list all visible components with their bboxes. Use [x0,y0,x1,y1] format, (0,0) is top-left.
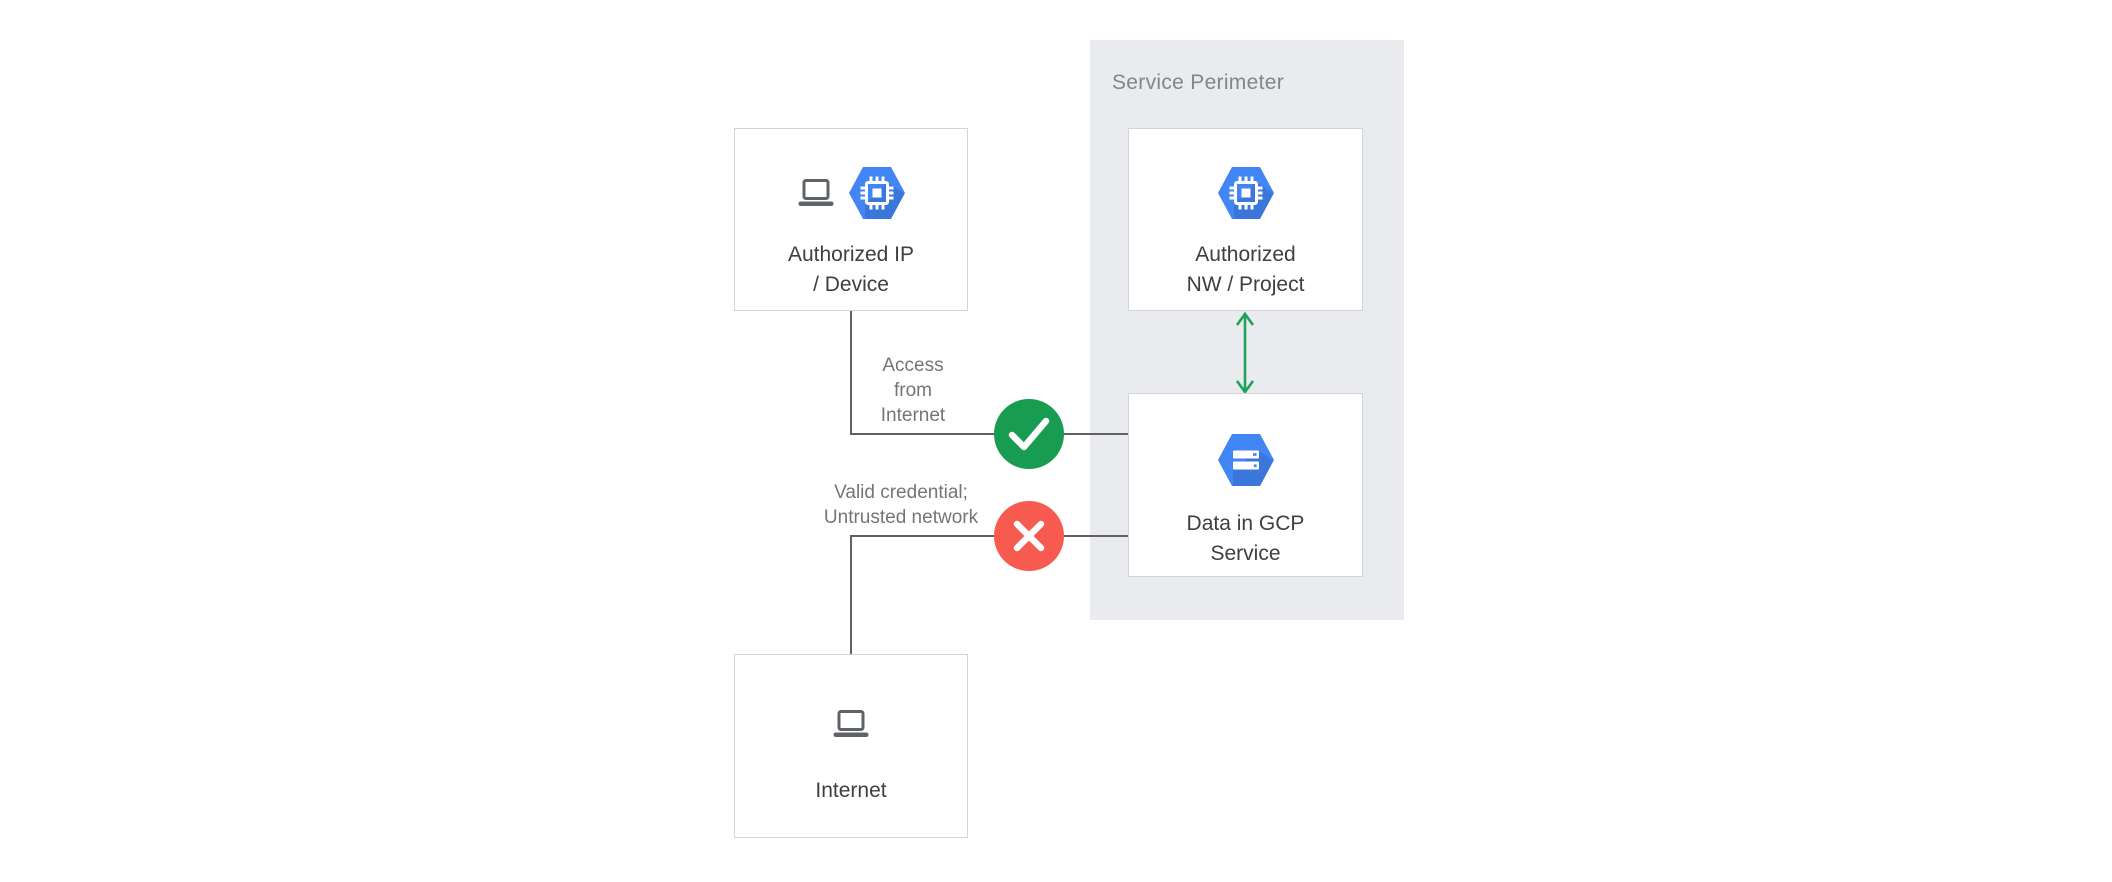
laptop-icon [833,710,869,737]
internet-label: Internet [815,779,887,802]
authorized-ip-device-icons [797,167,905,219]
gcp-storage-hexagon-icon [1217,434,1274,486]
internet-icons [832,709,870,739]
authorized-ip-device-label: Authorized IP / Device [787,243,915,296]
node-authorized-nw-project: Authorized NW / Project [1128,128,1363,311]
gcp-compute-hexagon-icon [1217,167,1274,219]
data-in-gcp-service-label: Data in GCP Service [1186,512,1305,565]
service-perimeter-label: Service Perimeter [1112,71,1284,94]
edge-label-access-from-internet: Access from Internet [880,355,946,426]
node-authorized-ip-device: Authorized IP / Device [734,128,968,311]
authorized-nw-project-label: Authorized NW / Project [1186,243,1305,296]
node-data-in-gcp-service: Data in GCP Service [1128,393,1363,577]
gcp-compute-hexagon-icon [849,167,905,219]
data-in-gcp-service-icons [1217,434,1274,486]
edge-label-valid-credential-untrusted-network: Valid credential; Untrusted network [823,482,979,528]
authorized-nw-project-icons [1217,167,1274,219]
check-icon [994,399,1064,469]
connector-denied-path [850,535,1128,654]
node-internet: Internet [734,654,968,838]
laptop-icon [798,179,834,206]
